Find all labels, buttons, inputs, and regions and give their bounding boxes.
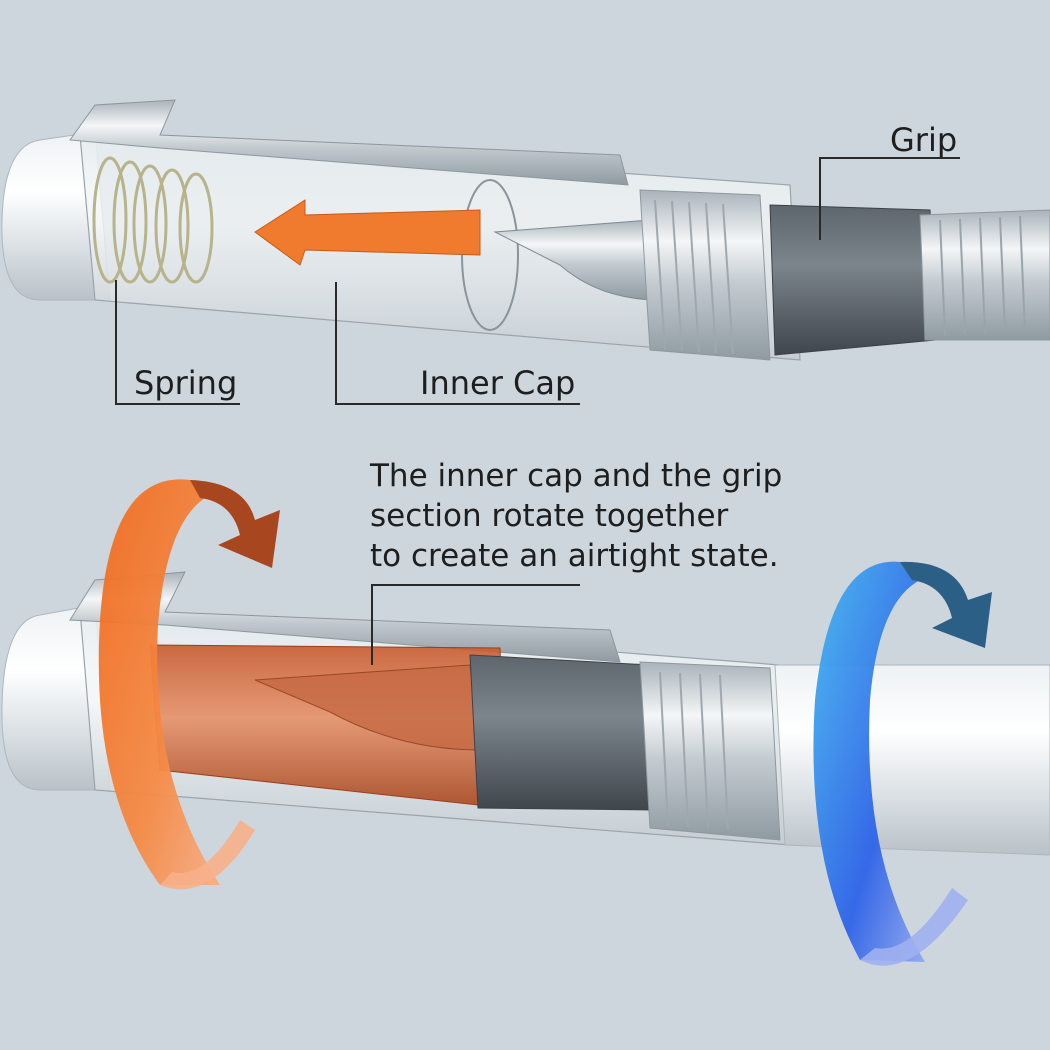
arrow-left-icon [254,199,481,266]
inner-cap-ring [461,179,519,331]
grip-label: Grip [890,121,958,159]
annotation-line-3: to create an airtight state. [370,538,779,574]
leader-lines-top [115,157,960,405]
inner-cap-label: Inner Cap [420,364,576,402]
annotation-line-2: section rotate together [370,498,729,534]
leader-line-bottom [371,584,580,665]
bottom-grip [469,654,656,811]
spring-label: Spring [134,364,238,402]
spring [92,156,214,284]
rotate-clockwise-icon [813,561,992,966]
top-grip-thread [919,209,1050,341]
bottom-thread [639,661,781,841]
top-clip [69,99,629,186]
annotation-line-1: The inner cap and the grip [370,458,783,494]
top-thread [639,189,771,361]
bottom-pen [1,479,1050,966]
top-grip [769,204,936,356]
top-pen [1,99,1050,405]
rotate-clockwise-icon [98,479,280,890]
rotation-annotation: The inner cap and the grip section rotat… [370,456,782,576]
